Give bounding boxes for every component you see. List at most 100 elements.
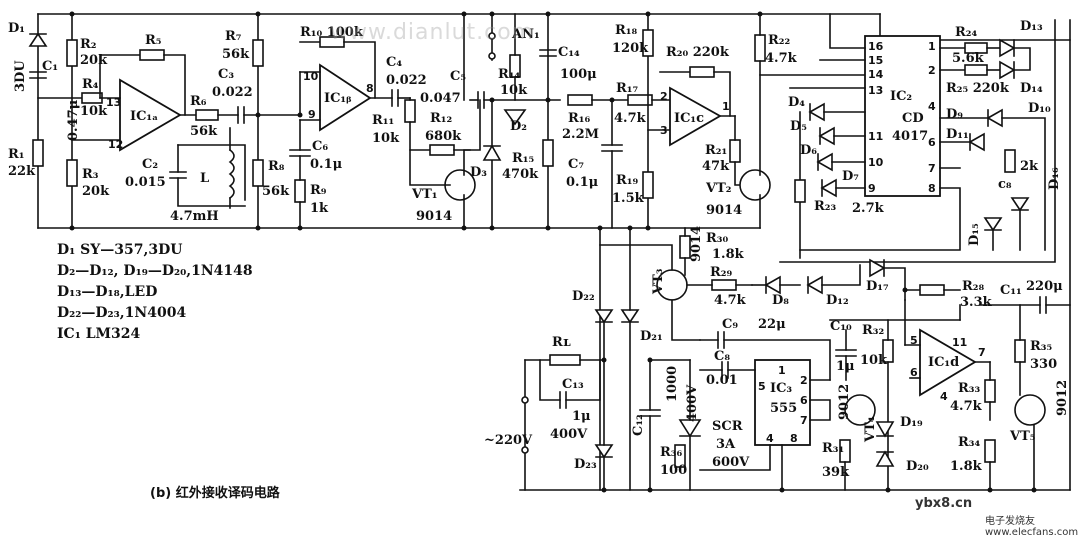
d16-led	[1010, 197, 1030, 212]
vt4-transistor	[844, 394, 876, 426]
label-r22-val: 4.7k	[765, 51, 798, 66]
label-r28-val: 3.3k	[960, 295, 993, 310]
driver-section	[599, 227, 1071, 341]
label-r19-val: 1.5k	[612, 191, 645, 206]
label-r17-val: 4.7k	[614, 111, 647, 126]
label-c7: C₇	[568, 157, 584, 172]
d17-diode	[869, 258, 886, 278]
label-ic2-pin2: 2	[928, 64, 936, 77]
label-vt2-val: 9014	[706, 203, 742, 218]
label-r23: R₂₃	[814, 199, 836, 214]
d6-diode	[816, 152, 833, 172]
ic1b-opamp	[319, 63, 372, 132]
label-ic2-part: 4017	[892, 129, 928, 144]
label-ic1d-pin4: 4	[940, 390, 948, 403]
label-r17: R₁₇	[616, 81, 638, 96]
r8-resistor	[252, 159, 264, 187]
label-ic3-pin4: 4	[766, 432, 774, 445]
label-c9: C₉	[722, 317, 738, 332]
label-vt2: VT₂	[705, 181, 731, 196]
label-r4-val: 10k	[80, 104, 108, 119]
ic2-section	[779, 13, 1056, 263]
d15-led	[983, 217, 1003, 232]
label-d19: D₁₉	[900, 415, 923, 430]
label-pin13: 13	[106, 96, 121, 109]
label-d11: D₁₁	[946, 127, 969, 142]
ic1a-opamp	[119, 78, 182, 152]
label-ic2-pin1: 1	[928, 40, 936, 53]
label-c1: C₁	[42, 59, 58, 74]
label-c3-val: 0.022	[212, 85, 253, 100]
label-ic2-pin13: 13	[868, 84, 883, 97]
legend-line-1: D₁ SY—357,3DU	[57, 242, 183, 258]
label-ic1d-pin6: 6	[910, 366, 918, 379]
label-r29: R₂₉	[710, 265, 732, 280]
label-c4: C₄	[386, 55, 402, 70]
label-d13: D₁₃	[1020, 19, 1043, 34]
label-ic3-pin6: 6	[800, 394, 808, 407]
vt5-transistor	[1014, 394, 1046, 426]
label-d10: D₁₀	[1028, 101, 1051, 116]
r4-resistor	[81, 92, 103, 104]
label-l: L	[200, 171, 209, 186]
label-ic1a: IC₁ₐ	[130, 109, 158, 124]
r2-resistor	[66, 39, 78, 67]
label-c6-val: 0.1μ	[310, 157, 343, 172]
watermark-url: www.dianlut.com	[330, 20, 535, 45]
label-r11: R₁₁	[372, 113, 394, 128]
label-pin10: 10	[303, 70, 319, 83]
label-vt3-val: 9014	[689, 226, 704, 262]
label-r9-val: 1k	[310, 201, 329, 216]
label-r7-val: 56k	[222, 47, 250, 62]
label-vt5-val: 9012	[1055, 380, 1070, 416]
label-ic2-pin11: 11	[868, 130, 883, 143]
label-c4-val: 0.022	[386, 73, 427, 88]
label-r32-val: 10k	[860, 353, 888, 368]
label-r24-val: 5.6k	[952, 51, 985, 66]
label-r33: R₃₃	[958, 381, 980, 396]
label-d16: D₁₆	[1047, 167, 1062, 190]
d22-diode	[594, 309, 614, 324]
label-r24: R₂₄	[955, 25, 977, 40]
r3-resistor	[66, 159, 78, 187]
label-scr-a: 3A	[716, 437, 736, 452]
label-r3-val: 20k	[82, 184, 110, 199]
label-r9: R₉	[310, 183, 327, 198]
label-r1-val: 22k	[8, 164, 36, 179]
label-r27: 2k	[1020, 159, 1039, 174]
label-r36-val: 100	[660, 463, 687, 478]
label-c3: C₃	[218, 67, 234, 82]
label-c11-val: 220μ	[1026, 279, 1063, 294]
label-r33-val: 4.7k	[950, 399, 983, 414]
label-c9-val: 22μ	[758, 317, 786, 332]
label-d2: D₂	[510, 119, 527, 134]
label-r8-val: 56k	[262, 184, 290, 199]
legend-line-4: D₂₂—D₂₃,1N4004	[57, 305, 187, 321]
label-pin3: 3	[660, 124, 668, 137]
label-r31-val: 39k	[822, 465, 850, 480]
label-c8: C₈	[714, 349, 730, 364]
r15-resistor	[542, 139, 554, 167]
label-c10: C₁₀	[830, 319, 852, 334]
d21-diode	[620, 309, 640, 324]
label-ic2-pin15: 15	[868, 54, 883, 67]
r1-resistor	[32, 139, 44, 167]
site-watermark-sub: 电子发烧友 www.elecfans.com	[985, 516, 1079, 538]
label-r1: R₁	[8, 147, 25, 162]
label-r12-val: 680k	[425, 129, 462, 144]
label-ic2-pin4: 4	[928, 100, 936, 113]
label-c6: C₆	[312, 139, 328, 154]
label-c1-val: 0.47μ	[66, 99, 81, 141]
label-c12: C₁₂	[631, 414, 646, 436]
label-ic3-pin5: 5	[758, 380, 766, 393]
label-r5: R₅	[145, 33, 162, 48]
label-d5: D₅	[790, 119, 807, 134]
ic3-section	[699, 319, 961, 491]
component-labels: D₁ 3DU C₁ 0.47μ R₁ 22k R₂ 20k R₄ 10k R₃ …	[8, 19, 1070, 480]
label-pin12: 12	[108, 138, 123, 151]
ic1b-section	[289, 13, 561, 229]
label-d7: D₇	[842, 169, 859, 184]
label-r32: R₃₂	[862, 323, 884, 338]
label-d22: D₂₂	[572, 289, 595, 304]
label-ic1d-pin7: 7	[978, 346, 986, 359]
